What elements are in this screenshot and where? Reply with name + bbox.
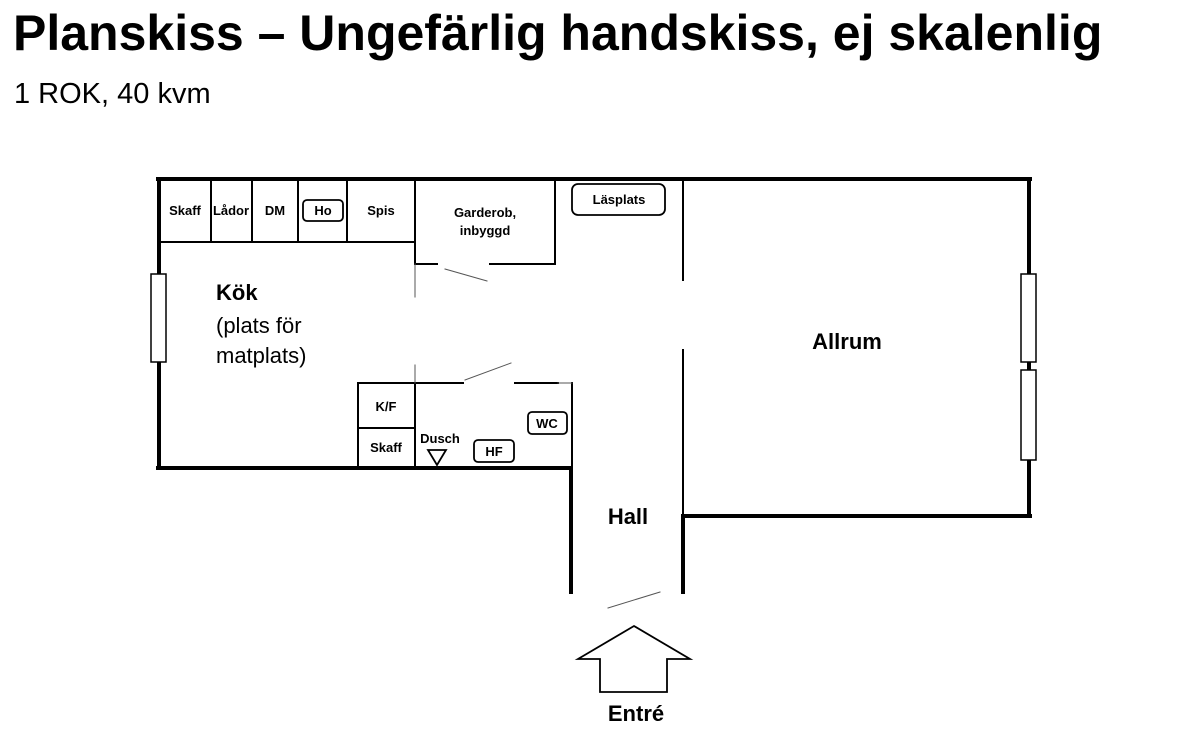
entrance-arrow-icon xyxy=(574,624,694,693)
interior-walls xyxy=(158,178,684,517)
kitchen-note-2: matplats) xyxy=(216,343,306,368)
page-title: Planskiss – Ungefärlig handskiss, ej ska… xyxy=(13,5,1103,61)
unit-ho: Ho xyxy=(314,203,331,218)
wardrobe-label-2: inbyggd xyxy=(460,223,511,238)
page-subtitle: 1 ROK, 40 kvm xyxy=(14,78,211,110)
shower-drain-icon xyxy=(426,449,448,467)
room-allrum: Allrum xyxy=(812,329,882,354)
unit-skaff: Skaff xyxy=(169,203,201,218)
room-hall: Hall xyxy=(608,504,648,529)
unit-dm: DM xyxy=(265,203,285,218)
outer-walls xyxy=(156,177,1032,594)
unit-spis: Spis xyxy=(367,203,394,218)
shower-label: Dusch xyxy=(420,431,460,446)
wc-label: WC xyxy=(536,416,558,431)
hf-label: HF xyxy=(485,444,502,459)
fridge-label: K/F xyxy=(376,399,397,414)
door-swings xyxy=(414,263,661,609)
kitchen-note-1: (plats för xyxy=(216,313,302,338)
reading-spot-box xyxy=(571,183,666,216)
windows xyxy=(150,273,1037,461)
sink-fixture xyxy=(302,199,344,222)
hf-fixture xyxy=(473,439,515,463)
room-kok: Kök xyxy=(216,280,258,305)
wc-fixture xyxy=(527,411,568,435)
wardrobe-label-1: Garderob, xyxy=(454,205,516,220)
reading-spot-label: Läsplats xyxy=(593,192,646,207)
entrance-label: Entré xyxy=(608,701,664,726)
bath-cabinet-label: Skaff xyxy=(370,440,402,455)
unit-lador: Lådor xyxy=(213,203,249,218)
